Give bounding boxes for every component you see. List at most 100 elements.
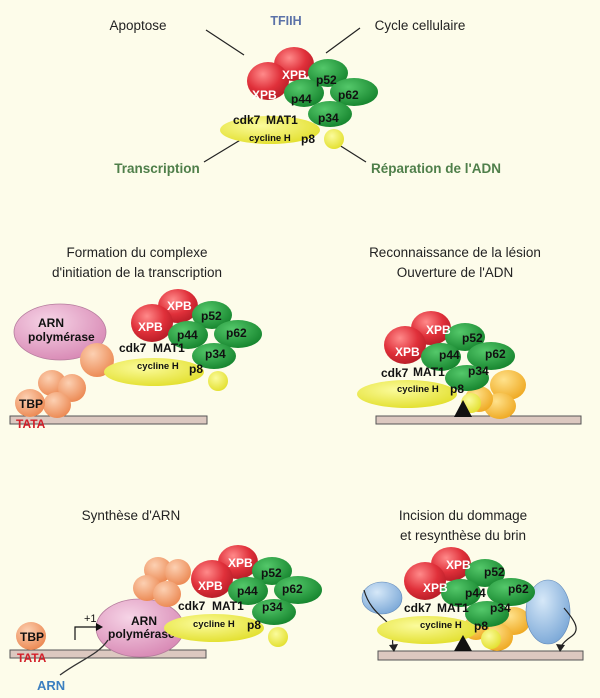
p62-label-3: p62	[282, 582, 303, 596]
p34-label-4: p34	[490, 601, 511, 615]
formation-title-line1: Formation du complexe	[66, 245, 208, 260]
incision-title-line2: et resynthèse du brin	[399, 528, 527, 543]
mat1-label-1: MAT1	[153, 341, 185, 355]
orange-factor-3b	[165, 559, 191, 585]
xpb-label-top-1: XPB	[282, 68, 307, 82]
p52-label-1: p52	[201, 309, 222, 323]
cdk7-label-top: cdk7	[233, 113, 261, 127]
p44-label-3: p44	[237, 584, 258, 598]
mat1-label-3: MAT1	[212, 599, 244, 613]
cyclineh-label-1: cycline H	[137, 361, 179, 372]
p52-label-4: p52	[484, 565, 505, 579]
p52-label-2: p52	[462, 331, 483, 345]
arn-pol-label-3b: polymérase	[108, 627, 175, 641]
arn-polymerase-1	[13, 303, 107, 361]
tfiih-top-labels: XPB XPB p52 p44 p62 cdk7 MAT1 p34 cyclin…	[233, 68, 359, 146]
p8-label-4: p8	[474, 619, 488, 633]
mat1-label-4: MAT1	[437, 601, 469, 615]
cyclineh-label-top: cycline H	[249, 133, 291, 144]
reconnaissance-panel: XPB XPB p52 p44 p62 cdk7 MAT1 p34 cyclin…	[357, 311, 582, 425]
p52-label-3: p52	[261, 566, 282, 580]
p62-label-4: p62	[508, 582, 529, 596]
arn-pol-label-3a: ARN	[131, 614, 157, 628]
blue-endonuclease-right	[525, 579, 571, 645]
xpb-label-top-2: XPB	[252, 88, 277, 102]
tbp-label-3: TBP	[20, 630, 44, 644]
cdk7-label-1: cdk7	[119, 341, 147, 355]
xpb-label-4a: XPB	[446, 558, 471, 572]
arn-transcript	[59, 639, 109, 676]
cyclineh-label-2: cycline H	[397, 384, 439, 395]
cyclineh-label-3: cycline H	[193, 619, 235, 630]
start-arrow	[74, 626, 96, 640]
p34-label-1: p34	[205, 347, 226, 361]
blue-endonuclease-left	[361, 581, 403, 615]
lesion-triangle-4	[454, 635, 472, 651]
arn-label: ARN	[37, 678, 65, 693]
p62-label-1: p62	[226, 326, 247, 340]
gold-factor-2a	[490, 370, 526, 400]
transcription-label: Transcription	[114, 161, 200, 176]
tfiih-label: TFIIH	[270, 14, 302, 28]
cdk7-label-4: cdk7	[404, 601, 432, 615]
cycle-cellulaire-label: Cycle cellulaire	[374, 18, 466, 33]
xpb-label-3b: XPB	[198, 579, 223, 593]
tbp-label-1: TBP	[19, 397, 43, 411]
formation-panel: ARN polymérase TBP TATA XPB XPB p52 p44 …	[9, 289, 262, 431]
p44-label-top: p44	[291, 92, 312, 106]
p44-label-1: p44	[177, 328, 198, 342]
synthese-title: Synthèse d'ARN	[81, 508, 181, 523]
dna-strand-3	[9, 649, 207, 659]
xpb-label-4b: XPB	[423, 581, 448, 595]
start-arrowhead	[96, 623, 103, 631]
incision-panel: XPB XPB p52 p44 p62 cdk7 MAT1 p34 cyclin…	[361, 547, 584, 661]
xpb-label-1a: XPB	[167, 299, 192, 313]
incision-arrow-left	[389, 644, 398, 652]
dna-strand-2	[375, 415, 582, 425]
tata-label-3: TATA	[17, 651, 47, 665]
lesion-triangle-2	[454, 400, 472, 417]
reparation-adn-label: Réparation de l'ADN	[371, 161, 501, 176]
p8-label-3: p8	[247, 618, 261, 632]
formation-title-line2: d'initiation de la transcription	[52, 265, 222, 280]
p62-label-top: p62	[338, 88, 359, 102]
p8-label-2: p8	[450, 382, 464, 396]
synthese-panel: +1 ARN polymérase TBP TATA ARN XPB XPB p…	[9, 545, 322, 693]
cdk7-label-2: cdk7	[381, 366, 409, 380]
xpb-label-3a: XPB	[228, 556, 253, 570]
arn-pol-label-1a: ARN	[38, 316, 64, 330]
reconnaissance-title-line2: Ouverture de l'ADN	[396, 265, 514, 280]
p44-label-4: p44	[465, 586, 486, 600]
p34-label-2: p34	[468, 364, 489, 378]
reconnaissance-title-line1: Reconnaissance de la lésion	[369, 245, 541, 260]
dna-strand-1	[9, 415, 208, 425]
cyclineh-label-4: cycline H	[420, 620, 462, 631]
mat1-label-top: MAT1	[266, 113, 298, 127]
plus-one-label: +1	[84, 613, 97, 625]
p52-label-top: p52	[316, 73, 337, 87]
p34-label-top: p34	[318, 111, 339, 125]
p8-label-top: p8	[301, 132, 315, 146]
mat1-label-2: MAT1	[413, 365, 445, 379]
p62-label-2: p62	[485, 347, 506, 361]
p34-label-3: p34	[262, 600, 283, 614]
xpb-label-1b: XPB	[138, 320, 163, 334]
incision-arrow-right	[556, 644, 565, 652]
incision-title-line1: Incision du dommage	[398, 508, 528, 523]
xpb-label-2b: XPB	[395, 345, 420, 359]
tata-label-1: TATA	[16, 417, 46, 431]
apoptose-label: Apoptose	[109, 18, 167, 33]
orange-factor-4	[43, 392, 71, 418]
p8-label-1: p8	[189, 362, 203, 376]
dna-strand-4	[377, 650, 584, 661]
tbp-1	[15, 389, 45, 417]
orange-factor-3d	[153, 581, 181, 607]
arn-pol-label-1b: polymérase	[28, 330, 95, 344]
p44-label-2: p44	[439, 348, 460, 362]
orange-factor-1	[80, 343, 114, 377]
tbp-3	[16, 622, 46, 650]
cdk7-label-3: cdk7	[178, 599, 206, 613]
xpb-label-2a: XPB	[426, 323, 451, 337]
